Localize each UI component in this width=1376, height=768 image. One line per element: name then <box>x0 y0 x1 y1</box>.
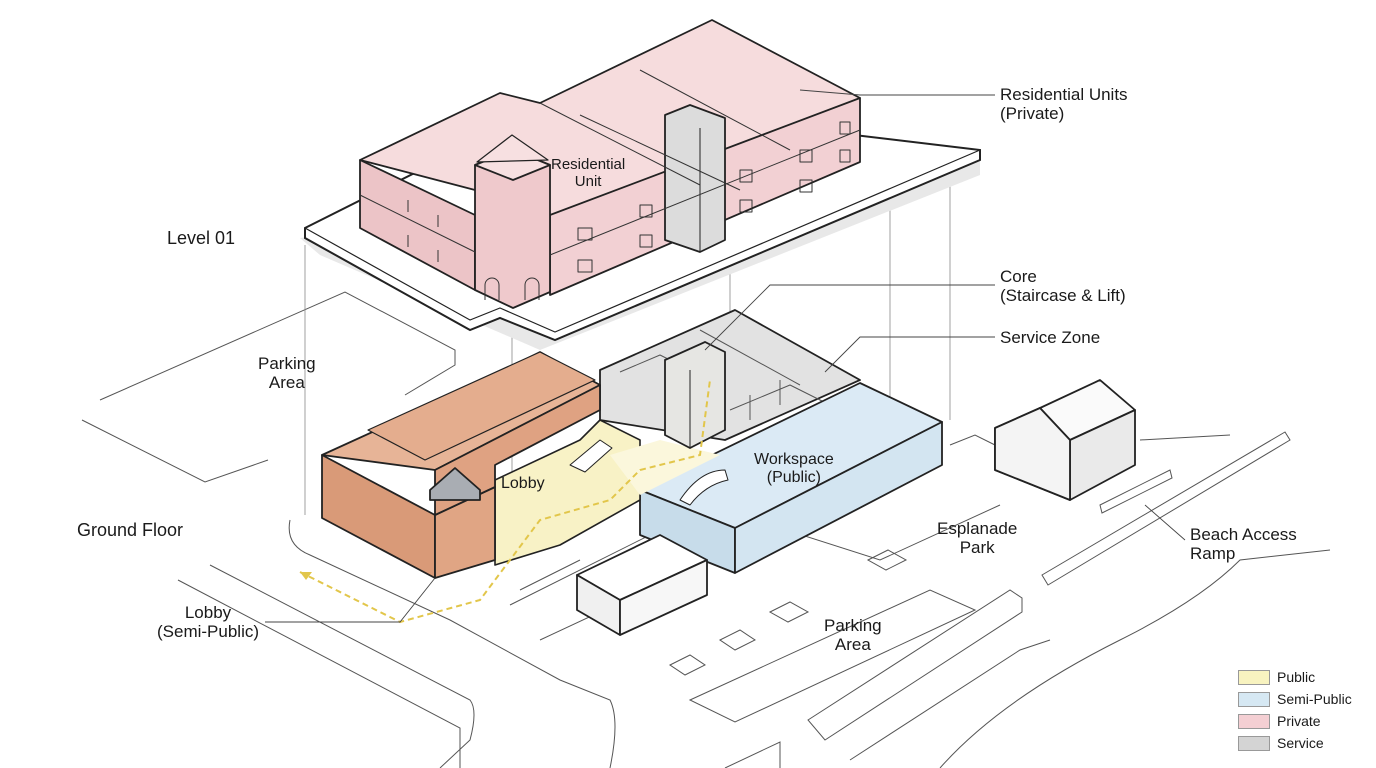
lobby-semi-public-label: Lobby(Semi-Public) <box>157 603 259 641</box>
label-line: Residential Units <box>1000 85 1128 104</box>
label-line: Area <box>834 635 871 654</box>
workspace-block <box>639 382 943 574</box>
label-line: Area <box>268 373 305 392</box>
legend-item-service: Service <box>1238 732 1352 754</box>
label-line: (Staircase & Lift) <box>1000 286 1126 305</box>
legend-swatch <box>1238 713 1270 729</box>
label-line: (Public) <box>766 469 821 486</box>
residential-units-private-label: Residential Units(Private) <box>1000 85 1128 123</box>
label-line: Core <box>1000 267 1037 286</box>
legend-item-semi-public: Semi-Public <box>1238 688 1352 710</box>
legend-swatch <box>1238 691 1270 707</box>
level01-label: Level 01 <box>167 228 236 248</box>
label-line: Parking <box>824 616 882 635</box>
legend-item-private: Private <box>1238 710 1352 732</box>
residential-building <box>359 19 861 309</box>
legend-label: Public <box>1277 669 1316 685</box>
service-zone-label: Service Zone <box>1000 328 1101 347</box>
circulation-arrow <box>300 572 312 580</box>
label-line: Workspace <box>754 451 834 468</box>
label-line: (Semi-Public) <box>157 622 260 641</box>
core-label: Core(Staircase & Lift) <box>1000 267 1126 305</box>
annex-block <box>576 534 708 636</box>
ground-core <box>664 341 726 450</box>
legend-label: Semi-Public <box>1277 691 1352 707</box>
label-line: Beach Access <box>1190 525 1297 544</box>
ground-floor-label: Ground Floor <box>77 520 184 540</box>
leader-lines <box>265 89 1186 623</box>
workspace-public-label: Workspace(Public) <box>754 451 834 487</box>
label-line: (Private) <box>1000 104 1065 123</box>
label-line: Esplanade <box>937 519 1018 538</box>
label-line: Lobby <box>184 603 232 622</box>
beach-shed <box>994 379 1136 501</box>
legend-swatch <box>1238 669 1270 685</box>
label-line: Park <box>959 538 995 557</box>
circulation-path <box>299 379 711 624</box>
existing-building <box>321 351 601 579</box>
legend-item-public: Public <box>1238 666 1352 688</box>
lobby-label: Lobby <box>501 475 545 492</box>
label-line: Parking <box>258 354 316 373</box>
label-line: Unit <box>574 173 602 190</box>
label-line: Residential <box>551 156 626 173</box>
legend: Public Semi-Public Private Service <box>1238 666 1352 754</box>
label-line: Ramp <box>1190 544 1236 563</box>
site-lines <box>81 291 1331 768</box>
legend-label: Private <box>1277 713 1321 729</box>
legend-swatch <box>1238 735 1270 751</box>
legend-label: Service <box>1277 735 1324 751</box>
